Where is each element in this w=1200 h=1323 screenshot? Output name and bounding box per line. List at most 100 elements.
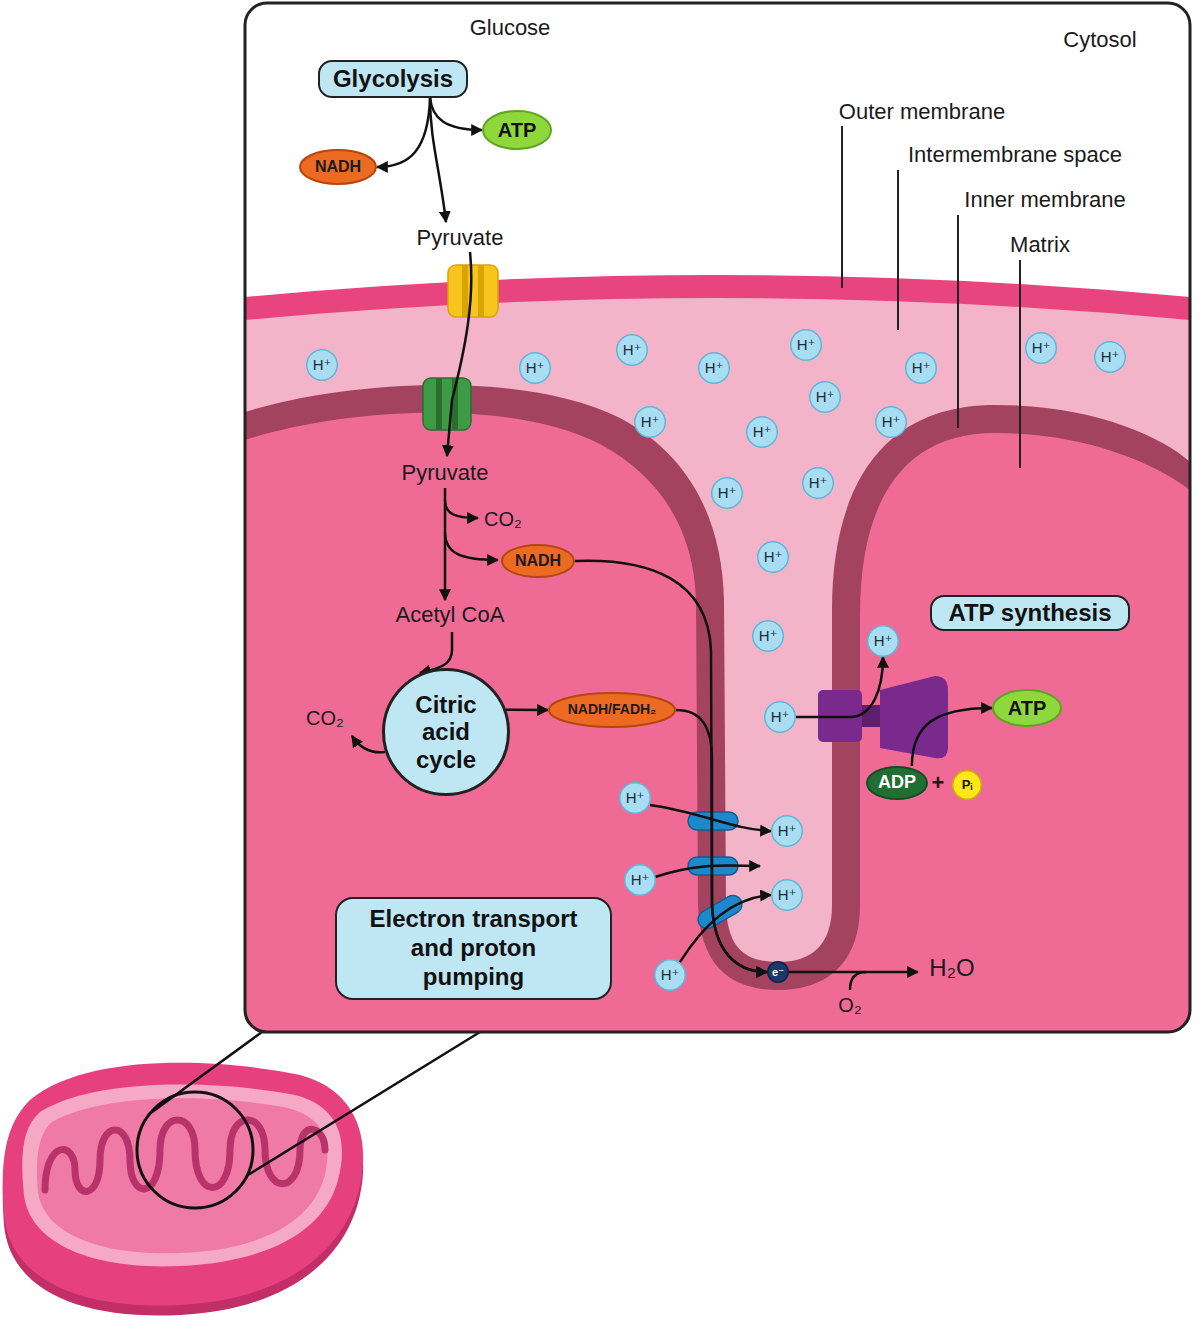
node-text: H⁺ (705, 360, 724, 377)
proton: H⁺ (654, 959, 686, 991)
ellipse-outline (483, 111, 551, 149)
ellipse-outline (300, 150, 376, 184)
cristae (45, 1120, 325, 1191)
flow-connector (377, 98, 430, 167)
proton: H⁺ (619, 782, 651, 814)
channel-stripe (436, 378, 442, 430)
flow-arrow (445, 500, 478, 518)
proton: H⁺ (1094, 341, 1126, 373)
node-text: H⁺ (778, 823, 797, 840)
part-label: CO₂ (484, 508, 522, 530)
ellipse-outline (753, 621, 784, 652)
ellipse-outline (772, 880, 803, 911)
leader-line (841, 126, 843, 288)
node-text: ATP (498, 119, 537, 141)
part-label: Outer membrane (839, 100, 1005, 124)
process-box: Glycolysis (318, 60, 468, 98)
node-text: H⁺ (771, 709, 790, 726)
flow-connector (676, 710, 767, 972)
node-text: H⁺ (526, 360, 545, 377)
atp-synthase-base (818, 690, 862, 742)
atp-synthase-head (880, 676, 948, 758)
node-text: H⁺ (809, 475, 828, 492)
ellipse-outline (307, 350, 338, 381)
carrier-molecule: NADH/FADH₂ (548, 692, 676, 728)
node-text: H⁺ (753, 424, 772, 441)
atp-synthase-stalk (862, 705, 882, 727)
node-text: H⁺ (313, 357, 332, 374)
oxygen-line (850, 972, 866, 990)
leader-lines (842, 126, 1020, 468)
flow-connector (430, 98, 482, 130)
outer-membrane (245, 275, 1190, 1032)
ellipse-outline (791, 330, 822, 361)
ellipse-outline (1026, 333, 1057, 364)
node-text: H⁺ (631, 872, 650, 889)
ellipse-outline (803, 468, 834, 499)
node-text: H⁺ (718, 485, 737, 502)
part-label: Intermembrane space (908, 143, 1122, 167)
node-text: H⁺ (641, 414, 660, 431)
flow-connector (796, 657, 883, 717)
proton: H⁺ (616, 334, 648, 366)
node-text: ATP (1008, 697, 1047, 719)
proton: H⁺ (711, 477, 743, 509)
proton: H⁺ (905, 352, 937, 384)
channel-stripe (478, 265, 484, 317)
node-text: H⁺ (778, 887, 797, 904)
part-label: + (932, 771, 945, 795)
intermembrane-space (245, 298, 1190, 1032)
proton: H⁺ (634, 406, 666, 438)
flow-connector (680, 895, 771, 962)
part-label: Glucose (470, 16, 551, 40)
node-text: NADH/FADH₂ (568, 702, 657, 717)
proton: H⁺ (698, 352, 730, 384)
carrier-molecule: NADH (501, 544, 575, 578)
panel-border (245, 3, 1190, 1032)
node-text: H⁺ (623, 342, 642, 359)
proton-pump (695, 892, 746, 932)
ellipse-outline (635, 407, 666, 438)
proton: H⁺ (809, 381, 841, 413)
leader-line (1019, 260, 1021, 468)
mitochondrion-outer (3, 1063, 363, 1306)
ellipse-outline (502, 545, 574, 577)
node-text: H⁺ (1032, 340, 1051, 357)
ellipse-outline (520, 353, 551, 384)
atp-molecule: ATP (992, 689, 1062, 727)
ellipse-outline (993, 690, 1061, 726)
ellipse-outline (876, 407, 907, 438)
node-text: H⁺ (816, 389, 835, 406)
node-text: ATP synthesis (948, 600, 1111, 626)
ellipse-outline (867, 767, 927, 799)
node-text: H⁺ (626, 790, 645, 807)
ellipse-outline (765, 702, 796, 733)
flow-arrows (352, 98, 918, 990)
mitochondrion-intermembrane (22, 1085, 342, 1267)
process-box: ATP synthesis (930, 595, 1130, 631)
ellipse-outline (625, 865, 656, 896)
proton: H⁺ (802, 467, 834, 499)
proton-pump (688, 812, 738, 830)
node-text: H⁺ (759, 628, 778, 645)
leader-line (897, 170, 899, 330)
proton: H⁺ (771, 879, 803, 911)
proton: H⁺ (757, 541, 789, 573)
ellipse-outline (953, 771, 982, 800)
node-text: Electron transport and proton pumping (365, 905, 583, 991)
flow-arrow (352, 736, 385, 752)
flow-connector (912, 708, 992, 766)
proton: H⁺ (771, 815, 803, 847)
flow-connector (506, 708, 548, 711)
ellipse-outline (549, 693, 675, 727)
node-text: H⁺ (1101, 349, 1120, 366)
proton: H⁺ (306, 349, 338, 381)
ellipse-outline (384, 670, 509, 795)
phosphate: Pᵢ (952, 770, 982, 800)
node-text: H⁺ (764, 549, 783, 566)
node-text: ADP (878, 773, 916, 793)
flow-arrow (789, 971, 918, 974)
part-label: Pyruvate (402, 461, 489, 485)
ellipse-outline (758, 542, 789, 573)
